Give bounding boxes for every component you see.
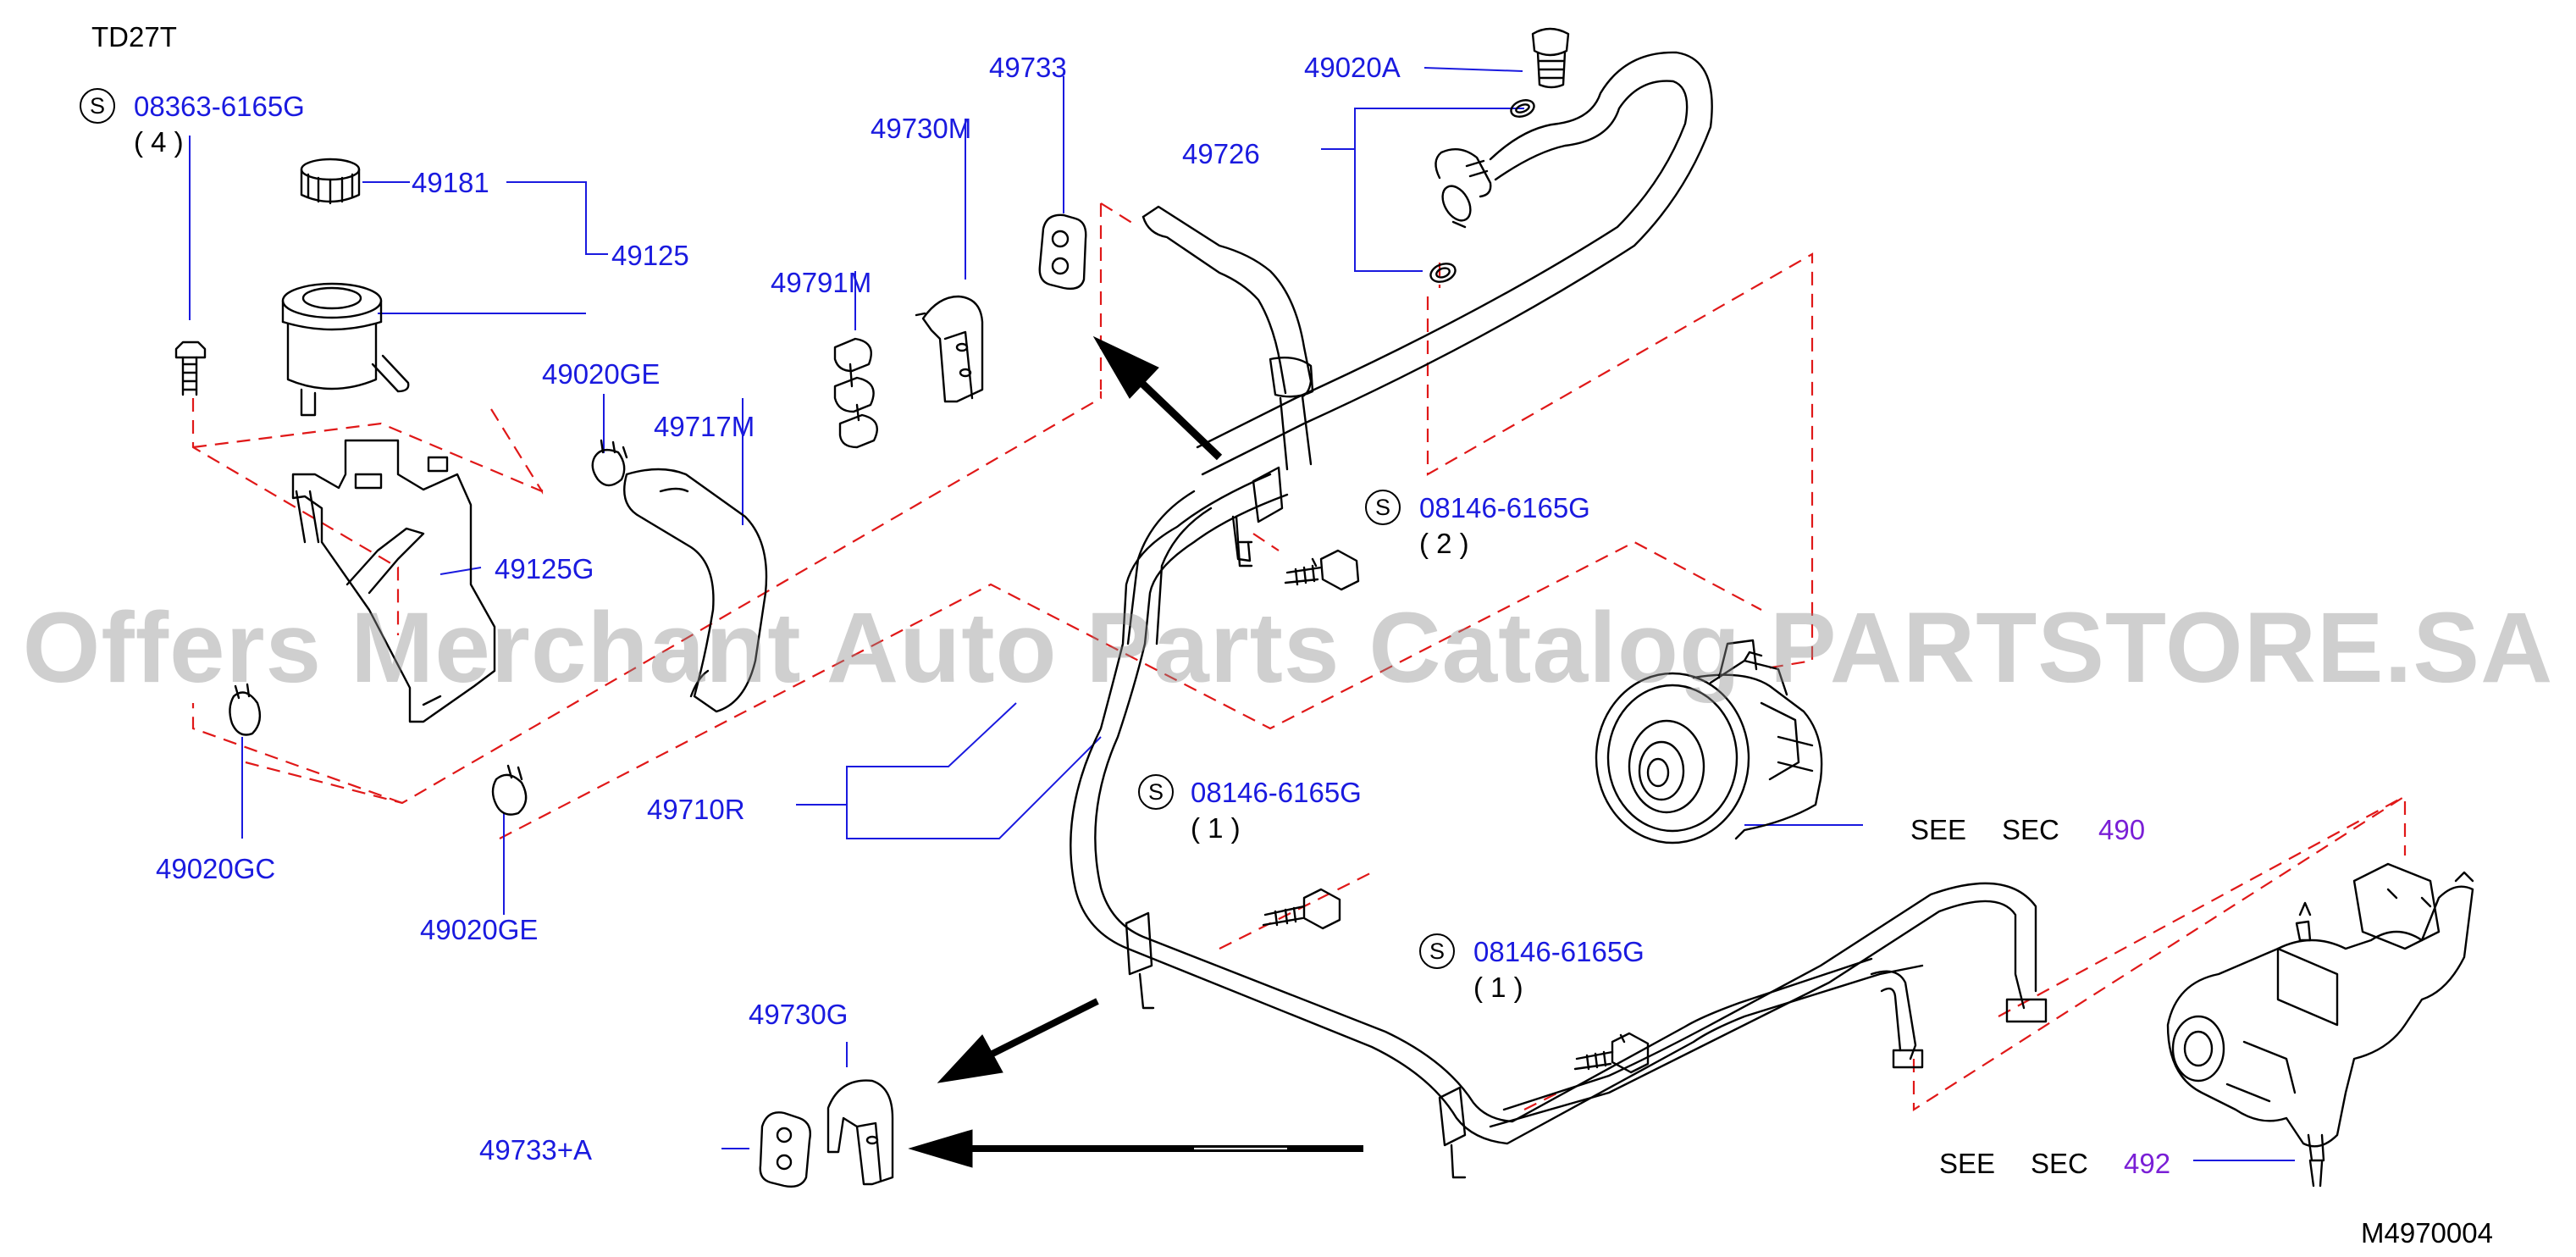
- clamp-49020GE-bottom: [491, 764, 528, 816]
- see-text-gear: SEE: [1939, 1148, 1996, 1179]
- bolt-part-number-3[interactable]: 08146-6165G: [1191, 777, 1362, 808]
- bolt-quantity-1: ( 4 ): [134, 126, 184, 158]
- fitting-49020A: [1531, 27, 1570, 89]
- steering-gear: [2166, 862, 2474, 1188]
- direction-arrows: [908, 335, 1363, 1168]
- standard-part-mark: S: [1419, 933, 1455, 969]
- pressure-hose-upper: [1142, 205, 1314, 471]
- arrow-middle-left: [937, 998, 1099, 1083]
- part-label-49733A[interactable]: 49733+A: [479, 1134, 593, 1166]
- watermark: Offers Merchant Auto Parts Catalog PARTS…: [22, 592, 2554, 704]
- clamp-49730M: [915, 295, 984, 403]
- bolt-quantity-2: ( 2 ): [1419, 528, 1469, 559]
- leader-lines: [189, 67, 2295, 1161]
- standard-part-mark: S: [1365, 490, 1401, 525]
- standard-part-mark: S: [80, 88, 115, 124]
- clamp-49730G: [826, 1079, 894, 1186]
- o-rings: [1429, 99, 1535, 283]
- part-label-49020GE-bottom[interactable]: 49020GE: [420, 914, 539, 945]
- part-label-49791M[interactable]: 49791M: [771, 267, 872, 298]
- reservoir-49125: [281, 282, 410, 417]
- part-label-49020GE-top[interactable]: 49020GE: [542, 358, 661, 390]
- sec-text-pump: SEC: [2002, 814, 2059, 845]
- bracket-49125G: [291, 439, 496, 723]
- part-label-49733[interactable]: 49733: [989, 52, 1067, 83]
- bolt-part-number-1[interactable]: 08363-6165G: [134, 91, 305, 122]
- part-label-49020A[interactable]: 49020A: [1304, 52, 1401, 83]
- part-label-49020GC[interactable]: 49020GC: [156, 853, 276, 884]
- power-steering-pump: [1595, 639, 1823, 844]
- pipe-49710R: [1070, 473, 1924, 1145]
- part-label-49717M[interactable]: 49717M: [654, 411, 755, 442]
- cap-49181: [300, 158, 361, 205]
- part-label-49726[interactable]: 49726: [1182, 138, 1260, 169]
- hose-49717M: [623, 468, 768, 713]
- hose-49726: [1196, 51, 1713, 476]
- part-label-49730M[interactable]: 49730M: [871, 113, 972, 144]
- pipe-bracket-upper: [1231, 515, 1252, 562]
- part-label-49730G[interactable]: 49730G: [749, 999, 849, 1030]
- pipe-clamps: [1125, 466, 1467, 1179]
- phantom-lines: [191, 202, 2407, 1112]
- engine-code: TD27T: [91, 21, 177, 53]
- bolt-quantity-4: ( 1 ): [1473, 972, 1523, 1003]
- section-link-490[interactable]: 490: [2098, 814, 2146, 845]
- bolt-quantity-3: ( 1 ): [1191, 812, 1241, 844]
- grommet-49733: [1038, 213, 1087, 291]
- part-label-49710R[interactable]: 49710R: [647, 794, 745, 825]
- pipes-to-gear: [1489, 882, 2048, 1128]
- part-label-49125G[interactable]: 49125G: [495, 553, 594, 584]
- bolts-08146-6165G: [1262, 549, 1650, 1074]
- part-drawings: [174, 27, 2474, 1188]
- bolt-part-number-2[interactable]: 08146-6165G: [1419, 492, 1590, 523]
- part-label-49125[interactable]: 49125: [611, 240, 689, 271]
- bolt-08363-6165G: [174, 341, 207, 396]
- see-text-pump: SEE: [1910, 814, 1967, 845]
- clamp-49020GC: [229, 683, 262, 736]
- sec-text-gear: SEC: [2031, 1148, 2088, 1179]
- part-label-49181[interactable]: 49181: [412, 167, 489, 198]
- standard-part-mark: S: [1138, 774, 1174, 810]
- arrow-bottom-left: [908, 1129, 1363, 1168]
- clip-49791M: [833, 337, 878, 449]
- arrow-upper-left: [1092, 335, 1223, 461]
- bolt-part-number-4[interactable]: 08146-6165G: [1473, 936, 1645, 967]
- grommet-49733A: [759, 1111, 811, 1188]
- section-link-492[interactable]: 492: [2124, 1148, 2171, 1179]
- clamp-49020GE-top: [591, 439, 628, 487]
- diagram-code: M4970004: [2361, 1217, 2493, 1249]
